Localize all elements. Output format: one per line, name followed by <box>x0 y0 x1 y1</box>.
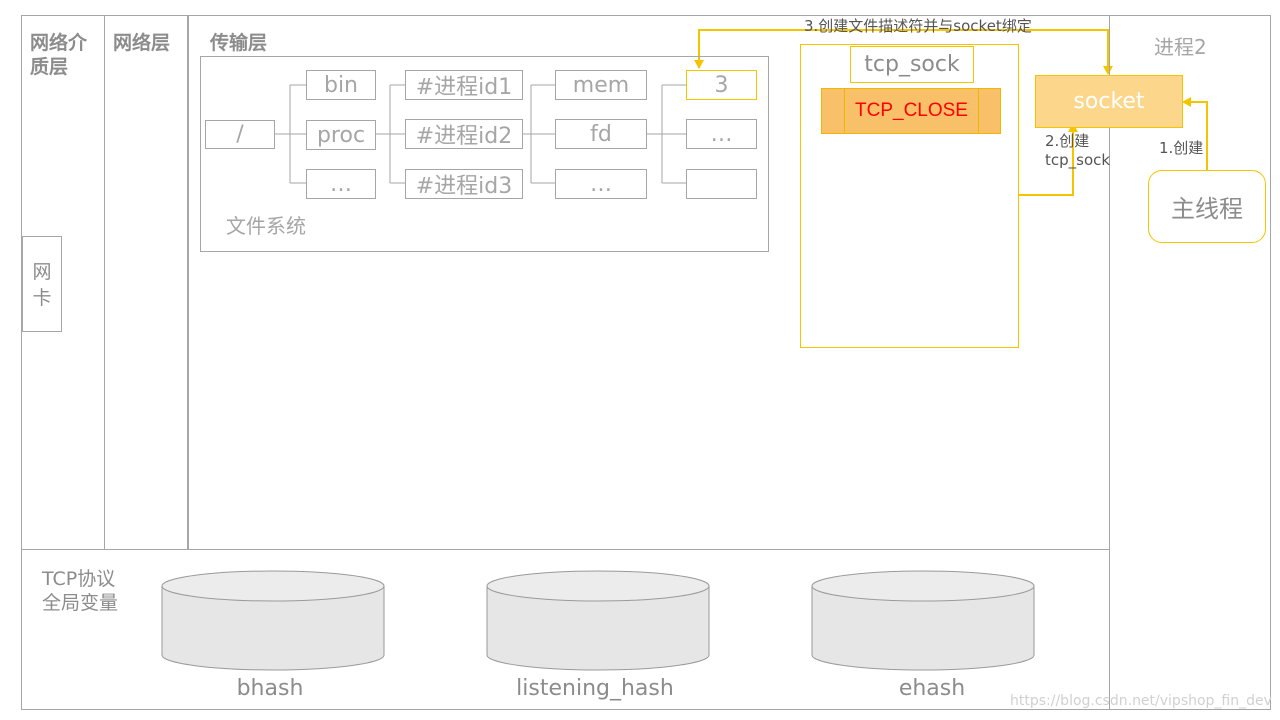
arrow-step3-line <box>698 29 1109 72</box>
tcp-state-label: TCP_CLOSE <box>855 100 968 121</box>
arrow-step3-head-socket <box>1103 66 1113 75</box>
fs-pid3: #进程id3 <box>405 169 523 199</box>
arrow-step1-head <box>1182 97 1191 107</box>
arrow-step2-line <box>1019 131 1074 196</box>
fs-pid2: #进程id2 <box>405 119 523 149</box>
process2-label: 进程2 <box>1154 35 1207 59</box>
ehash-cylinder <box>811 570 1035 671</box>
tcp-state-divider-right <box>978 89 979 133</box>
fs-pid1: #进程id1 <box>405 70 523 100</box>
fs-fd-empty <box>686 169 757 199</box>
ehash-label: ehash <box>898 676 966 701</box>
outer-frame <box>21 15 1271 710</box>
arrow-step1-line <box>1187 101 1208 170</box>
tree-branch-1 <box>289 84 306 184</box>
tree-branch-2 <box>389 84 405 184</box>
listening-hash-label: listening_hash <box>516 676 674 701</box>
fs-bin: bin <box>306 70 376 100</box>
watermark: https://blog.csdn.net/vipshop_fin_dev <box>1010 693 1272 709</box>
arrow-step3-head-fd <box>694 60 704 69</box>
fs-fd: fd <box>555 119 647 149</box>
tree-branch-3 <box>530 84 555 184</box>
fs-root: / <box>205 120 275 149</box>
globals-title-line1: TCP协议 <box>42 568 116 590</box>
divider-globals <box>21 549 1110 550</box>
divider-network-transport <box>187 15 189 550</box>
tree-branch-4 <box>661 84 686 184</box>
filesystem-caption: 文件系统 <box>226 214 306 238</box>
tcp-state-box: TCP_CLOSE <box>821 88 1001 134</box>
media-layer-title: 网络介质层 <box>30 32 88 78</box>
socket-box: socket <box>1035 75 1183 128</box>
tcp-sock-panel <box>800 44 1019 348</box>
step2-label-line1: 2.创建 <box>1045 132 1090 150</box>
divider-media-network <box>104 15 105 550</box>
network-layer-title: 网络层 <box>113 32 171 54</box>
tcp-sock-title: tcp_sock <box>850 46 974 83</box>
fs-level1-more: … <box>306 169 376 199</box>
tcp-state-divider-left <box>844 89 845 133</box>
fs-level3-more: … <box>555 169 647 199</box>
filesystem-panel <box>200 56 769 252</box>
bhash-cylinder <box>161 570 385 671</box>
main-thread-box: 主线程 <box>1148 170 1266 243</box>
globals-title-line2: 全局变量 <box>42 592 119 614</box>
nic-box: 网卡 <box>22 236 62 332</box>
listening-hash-cylinder <box>486 570 710 671</box>
fs-fd-more: … <box>686 119 757 149</box>
fs-fd-3: 3 <box>686 70 757 100</box>
fs-mem: mem <box>555 70 647 100</box>
step1-label: 1.创建 <box>1159 139 1204 157</box>
step2-label-line2: tcp_sock <box>1045 151 1111 169</box>
transport-layer-title: 传输层 <box>210 32 268 54</box>
divider-kernel-process <box>1109 15 1110 710</box>
fs-proc: proc <box>306 120 376 150</box>
step3-label: 3.创建文件描述符并与socket绑定 <box>804 17 1032 35</box>
bhash-label: bhash <box>236 676 304 701</box>
nic-label: 网卡 <box>32 261 52 309</box>
globals-title: TCP协议 全局变量 <box>42 567 118 615</box>
